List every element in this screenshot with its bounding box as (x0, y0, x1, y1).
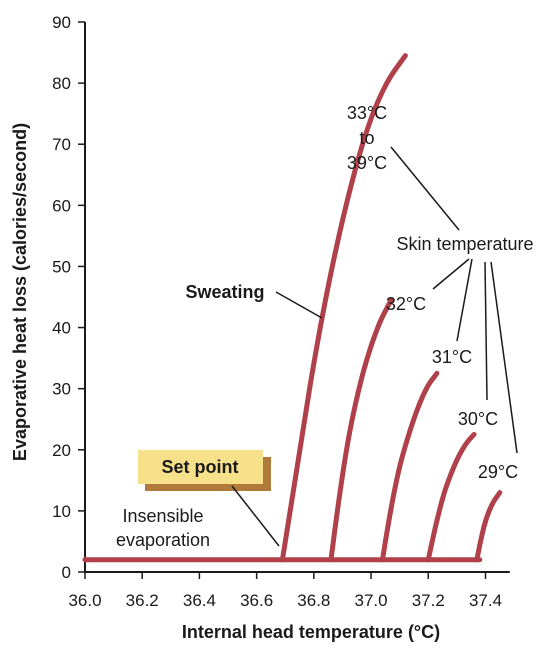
x-tick-label: 36.4 (183, 591, 216, 610)
series-line-3 (380, 370, 440, 563)
series-line-2 (328, 297, 394, 563)
insensible-label-line1: Insensible (122, 506, 203, 526)
range-label-middle: to (359, 128, 374, 148)
y-tick-label: 50 (52, 257, 71, 276)
sweating-leader (275, 291, 323, 319)
set-point-box: Set point (138, 450, 271, 491)
y-tick-label: 0 (62, 563, 71, 582)
series-line-1 (279, 53, 408, 563)
curve-label-31: 31°C (432, 347, 472, 367)
y-tick-label: 10 (52, 502, 71, 521)
y-tick-label: 60 (52, 196, 71, 215)
x-tick-label: 36.2 (126, 591, 159, 610)
set-point-leader (231, 485, 280, 547)
y-tick-label: 80 (52, 74, 71, 93)
x-tick-label: 37.0 (355, 591, 388, 610)
insensible-label-line2: evaporation (116, 530, 210, 550)
series-line-5 (474, 490, 503, 563)
y-tick-label: 40 (52, 319, 71, 338)
curve-label-32: 32°C (386, 294, 426, 314)
x-tick-label: 37.4 (469, 591, 502, 610)
sweating-label: Sweating (185, 282, 264, 302)
series-line-4 (425, 432, 477, 563)
y-tick-label: 20 (52, 441, 71, 460)
range-label-top: 33°C (347, 103, 387, 123)
skin-temperature-leaders (390, 146, 518, 454)
axes (84, 22, 510, 573)
ticks: 0 10 20 30 40 50 60 70 80 90 36.0 36.2 36.4 36.6 36.8 3… (52, 13, 502, 610)
x-tick-label: 36.0 (68, 591, 101, 610)
set-point-label: Set point (162, 457, 239, 477)
y-tick-label: 90 (52, 13, 71, 32)
x-tick-label: 36.8 (297, 591, 330, 610)
y-axis-title: Evaporative heat loss (calories/second) (10, 123, 30, 461)
x-tick-label: 36.6 (240, 591, 273, 610)
curves (82, 53, 503, 563)
skin-temperature-label: Skin temperature (396, 234, 533, 254)
x-tick-label: 37.2 (412, 591, 445, 610)
curve-label-29: 29°C (478, 462, 518, 482)
curve-label-30: 30°C (458, 409, 498, 429)
y-tick-label: 30 (52, 380, 71, 399)
x-axis-title: Internal head temperature (°C) (182, 622, 440, 642)
y-tick-label: 70 (52, 135, 71, 154)
range-label-bottom: 39°C (347, 153, 387, 173)
